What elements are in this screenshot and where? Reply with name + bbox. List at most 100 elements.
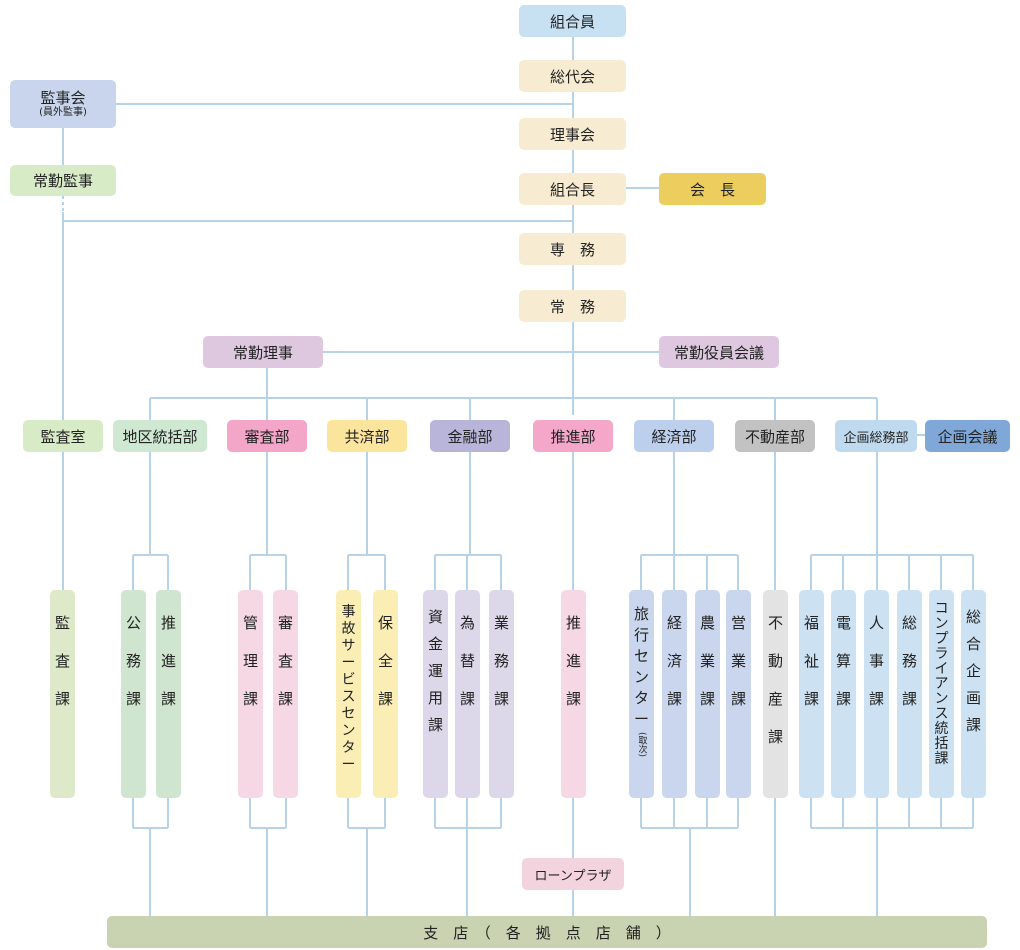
compliance-section-box: コンプライアンス統括課 [929, 590, 954, 798]
agriculture-section-box: 農業課 [695, 590, 720, 798]
section-char: 務 [125, 652, 141, 670]
section-char: サ [341, 638, 356, 654]
section-char: 課 [767, 728, 783, 746]
real-estate-dept-box: 不動産部 [735, 420, 815, 452]
section-char: 理 [242, 652, 258, 670]
section-char: 課 [242, 690, 258, 708]
union-president-label: 組合長 [549, 180, 595, 199]
section-char: 公 [125, 614, 141, 632]
loan-plaza-label: ローンプラザ [534, 868, 612, 884]
computing-section-box: 電算課 [831, 590, 856, 798]
fulltime-director-label: 常勤理事 [232, 343, 293, 362]
section-char: 統 [934, 721, 949, 737]
section-char: 事 [868, 652, 884, 670]
section-sub-label: (取次) [636, 732, 647, 758]
section-char: ラ [934, 646, 949, 662]
section-char: ン [633, 668, 649, 686]
personnel-section-box: 人事課 [864, 590, 889, 798]
regional-dept-box: 地区統括部 [113, 420, 207, 452]
planning-meeting-label: 企画会議 [937, 427, 998, 446]
union-president-box: 組合長 [519, 173, 626, 205]
section-char: 替 [459, 652, 475, 670]
section-char: ス [934, 706, 949, 722]
section-char: 課 [459, 690, 475, 708]
section-char: 括 [934, 736, 949, 752]
executive-meeting-box: 常勤役員会議 [659, 336, 779, 368]
finance-dept-box: 金融部 [430, 420, 510, 452]
section-char: 課 [730, 690, 746, 708]
section-char: 祉 [803, 652, 819, 670]
exchange-section-box: 為替課 [455, 590, 480, 798]
promotion-section-box: 推進課 [561, 590, 586, 798]
section-char: 査 [54, 652, 70, 670]
section-char: 為 [459, 614, 475, 632]
promotion-section-regional-box: 推進課 [156, 590, 181, 798]
management-section-box: 管理課 [238, 590, 263, 798]
sales-section-box: 営業課 [726, 590, 751, 798]
executive-meeting-label: 常勤役員会議 [673, 343, 764, 362]
insurance-section-box: 保全課 [373, 590, 398, 798]
planning-meeting-box: 企画会議 [925, 420, 1010, 452]
members-label: 組合員 [549, 12, 595, 31]
section-char: 務 [493, 652, 509, 670]
section-char: 監 [54, 614, 70, 632]
finance-dept-label: 金融部 [447, 427, 493, 446]
promotion-dept-box: 推進部 [533, 420, 613, 452]
section-char: 推 [565, 614, 581, 632]
section-char: イ [934, 661, 949, 677]
section-char: 課 [125, 690, 141, 708]
economic-dept-box: 経済部 [634, 420, 714, 452]
senior-managing-director-box: 専 務 [519, 233, 626, 265]
promotion-dept-label: 推進部 [550, 427, 596, 446]
section-char: ー [341, 757, 356, 773]
section-char: 課 [803, 690, 819, 708]
section-char: 電 [835, 614, 851, 632]
section-char: 課 [699, 690, 715, 708]
regional-dept-label: 地区統括部 [122, 427, 198, 446]
managing-director-box: 常 務 [519, 290, 626, 322]
section-char: 画 [965, 689, 981, 707]
fulltime-auditor-box: 常勤監事 [10, 165, 116, 196]
section-char: 金 [427, 635, 443, 653]
loan-plaza-box: ローンプラザ [522, 858, 624, 890]
audit-section-box: 監査課 [50, 590, 75, 798]
section-char: タ [341, 740, 356, 756]
section-char: 課 [377, 690, 393, 708]
branches-box: 支 店 （ 各 拠 点 店 舗 ） [107, 916, 987, 948]
fulltime-director-box: 常勤理事 [203, 336, 323, 368]
fulltime-auditor-label: 常勤監事 [32, 172, 93, 190]
section-char: 課 [427, 716, 443, 734]
section-char: 故 [341, 621, 356, 637]
section-char: 事 [341, 604, 356, 620]
section-char: 審 [277, 614, 293, 632]
section-char: 企 [965, 662, 981, 680]
branches-label: 支 店 （ 各 拠 点 店 舗 ） [423, 923, 671, 942]
chairman-label: 会 長 [689, 180, 735, 199]
general-assembly-box: 総代会 [519, 60, 626, 92]
business-section-box: 業務課 [489, 590, 514, 798]
section-char: セ [341, 706, 356, 722]
section-char: 課 [965, 716, 981, 734]
section-char: 課 [666, 690, 682, 708]
general-assembly-label: 総代会 [549, 67, 595, 86]
fund-management-section-box: 資金運用課 [423, 590, 448, 798]
section-char: ビ [341, 672, 356, 688]
section-char: ス [341, 689, 356, 705]
section-char: 課 [160, 690, 176, 708]
section-char: 課 [493, 690, 509, 708]
section-char: 管 [242, 614, 258, 632]
economy-section-box: 経済課 [662, 590, 687, 798]
section-char: 人 [868, 614, 884, 632]
members-box: 組合員 [519, 5, 626, 37]
public-affairs-section-box: 公務課 [121, 590, 146, 798]
section-char: 課 [868, 690, 884, 708]
section-char: 保 [377, 614, 393, 632]
section-char: 行 [633, 626, 649, 644]
section-char: 運 [427, 662, 443, 680]
section-char: 不 [767, 614, 783, 632]
audit-board-box: 監事会 (員外監事) [10, 80, 116, 128]
section-char: ア [934, 676, 949, 692]
section-char: 算 [835, 652, 851, 670]
section-char: 進 [565, 652, 581, 670]
audit-office-box: 監査室 [23, 420, 103, 452]
